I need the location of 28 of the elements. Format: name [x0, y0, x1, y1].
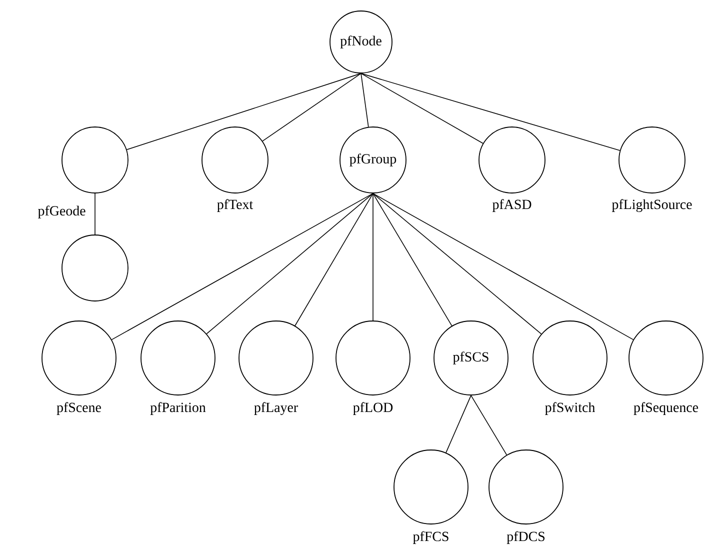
class-label: pfScene	[56, 402, 101, 415]
tree-line	[372, 193, 452, 326]
class-label: pfLightSource	[612, 199, 692, 212]
class-label: pfDCS	[506, 531, 545, 544]
tree-line	[372, 193, 542, 334]
tree-line	[94, 193, 96, 235]
tree-line	[294, 193, 374, 326]
tree-line	[206, 193, 374, 334]
class-label: pfGeode	[38, 206, 86, 218]
tree-line	[111, 193, 374, 340]
class-label: pfParition	[150, 402, 206, 415]
class-label: pfASD	[492, 199, 532, 212]
tree-line	[446, 395, 472, 454]
class-label: pfLOD	[353, 402, 393, 415]
class-label: pfText	[217, 199, 254, 212]
tree-line	[262, 73, 362, 142]
tree-line	[360, 73, 484, 144]
tree-line	[360, 73, 620, 151]
tree-line	[372, 193, 374, 321]
tree-line	[360, 73, 369, 128]
class-label: pfFCS	[413, 531, 448, 544]
tree-line	[470, 395, 508, 456]
tree-line	[126, 73, 362, 150]
class-label: pfSwitch	[545, 402, 596, 415]
class-label: pfLayer	[254, 402, 298, 416]
class-label: pfSequence	[634, 402, 698, 415]
tree-line	[372, 193, 634, 340]
empty-circle	[62, 234, 128, 302]
